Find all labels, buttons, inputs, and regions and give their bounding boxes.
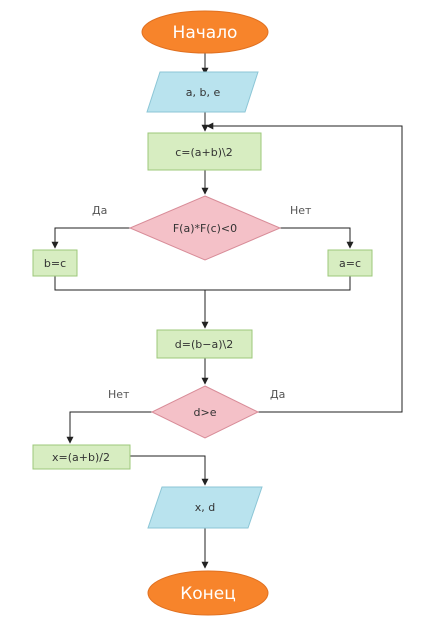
cond1-yes-label: Да (92, 204, 107, 217)
edge-cond1-yes (51, 227, 130, 249)
edge-cond2-yes-loop (206, 122, 403, 413)
set-b-shape (32, 249, 78, 277)
calc-d-label: d=(b−a)\2 (175, 338, 233, 351)
connectors (51, 52, 403, 569)
cond2-no-label: Нет (108, 388, 130, 401)
cond1-label: F(a)*F(c)<0 (173, 222, 237, 235)
calc-x-label: x=(a+b)/2 (52, 451, 110, 464)
calc-c-node: c=(a+b)\2 (147, 132, 262, 171)
cond1-node: F(a)*F(c)<0 (128, 195, 282, 261)
start-shape (141, 10, 269, 54)
end-terminal: Конец (147, 570, 269, 616)
input-node: a, b, e (146, 71, 259, 113)
edge-calc-x-output (130, 455, 209, 486)
input-label: a, b, e (186, 86, 221, 99)
output-node: x, d (147, 486, 263, 529)
cond1-no-label: Нет (290, 204, 312, 217)
cond1-shape (128, 195, 282, 261)
set-a-node: a=c (327, 249, 373, 277)
calc-x-shape (32, 444, 131, 470)
output-shape (147, 486, 263, 529)
set-a-shape (327, 249, 373, 277)
cond2-label: d>e (194, 406, 217, 419)
cond2-shape (150, 385, 260, 439)
output-label: x, d (195, 501, 216, 514)
input-shape (146, 71, 259, 113)
end-shape (147, 570, 269, 616)
end-label: Конец (180, 584, 236, 604)
calc-d-node: d=(b−a)\2 (156, 329, 253, 359)
cond2-yes-label: Да (270, 388, 285, 401)
calc-c-label: c=(a+b)\2 (175, 146, 233, 159)
set-b-label: b=c (44, 257, 66, 270)
cond2-node: d>e (150, 385, 260, 439)
calc-c-shape (147, 132, 262, 171)
set-b-node: b=c (32, 249, 78, 277)
edge-cond2-no (66, 411, 152, 444)
calc-x-node: x=(a+b)/2 (32, 444, 131, 470)
calc-d-shape (156, 329, 253, 359)
edge-set-b-merge (54, 276, 351, 291)
start-terminal: Начало (141, 10, 269, 54)
edge-cond1-no (280, 227, 354, 249)
start-label: Начало (173, 23, 238, 43)
set-a-label: a=c (339, 257, 361, 270)
